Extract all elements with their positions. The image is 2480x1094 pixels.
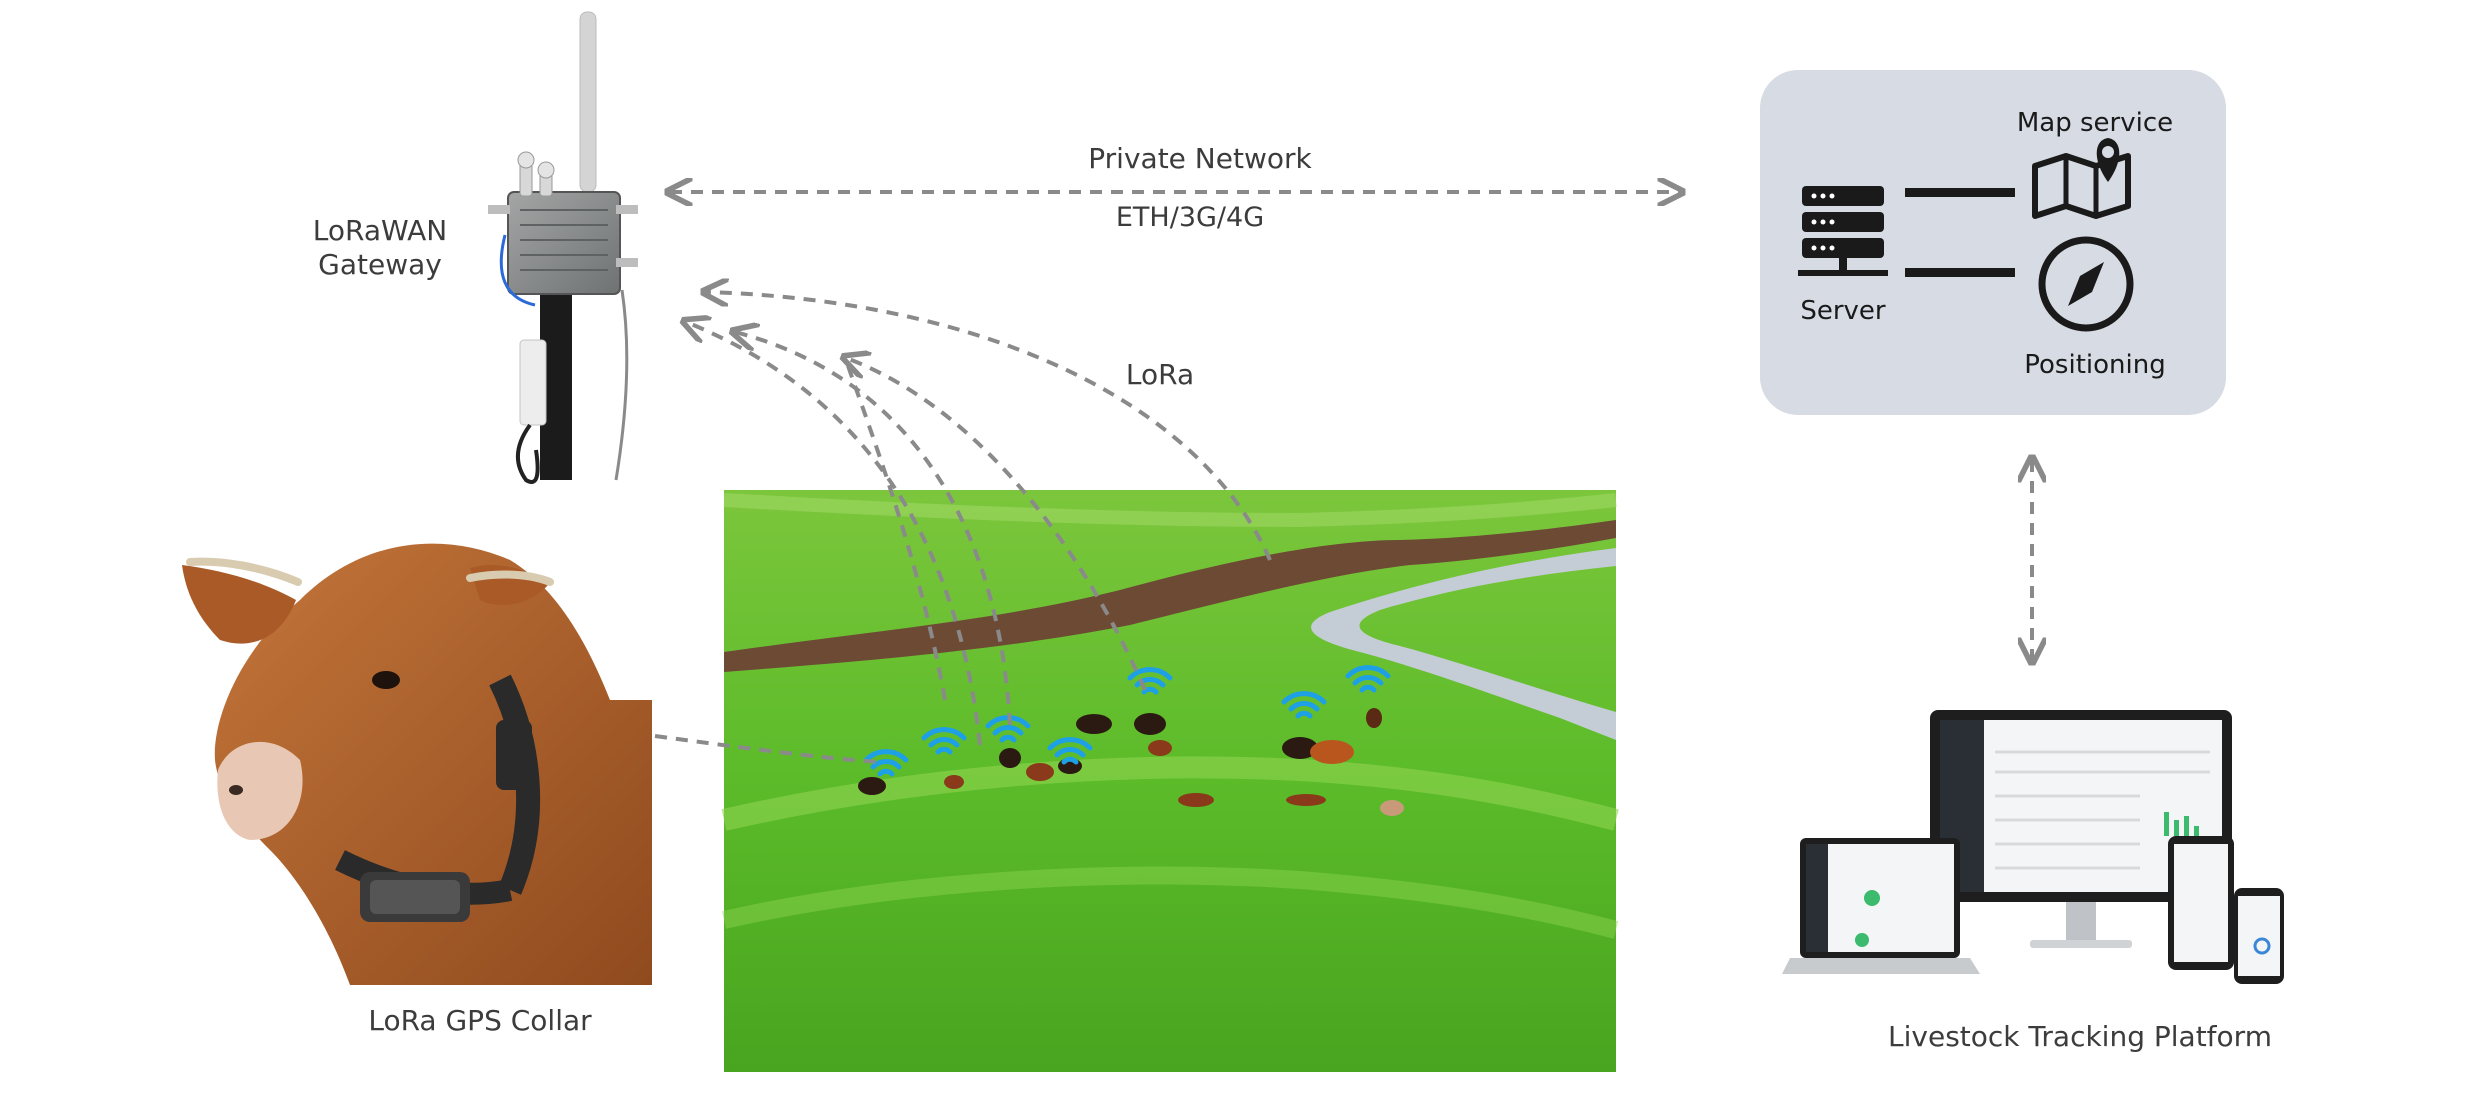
- server-panel: [1760, 70, 2226, 415]
- cow: [182, 543, 653, 985]
- server-label: Server: [1800, 296, 1886, 326]
- gateway-device: [488, 11, 638, 484]
- gateway-label: LoRaWAN Gateway: [312, 214, 448, 281]
- pasture-field: [721, 490, 1619, 1072]
- collar-label: LoRa GPS Collar: [368, 1004, 592, 1037]
- map-pin-icon: [2032, 138, 2131, 219]
- wifi-icon: [1281, 691, 1327, 719]
- devices: [1782, 710, 2284, 984]
- map-service-label: Map service: [2016, 108, 2174, 138]
- compass-icon: [2038, 236, 2134, 332]
- wifi-icon: [1127, 667, 1173, 695]
- wifi-icon: [1047, 737, 1093, 765]
- wifi-icon: [1345, 665, 1391, 693]
- private-network-label: Private Network: [1088, 142, 1312, 175]
- lora-arrows: [686, 292, 1272, 746]
- wifi-icon: [863, 749, 909, 777]
- lora-label: LoRa: [1125, 358, 1195, 391]
- cattle-herd: [858, 708, 1404, 816]
- wifi-icon: [921, 727, 967, 755]
- platform-label: Livestock Tracking Platform: [1888, 1020, 2272, 1053]
- server-icon: [1798, 186, 1888, 276]
- eth-label: ETH/3G/4G: [1115, 202, 1265, 233]
- positioning-label: Positioning: [2024, 350, 2166, 380]
- collar-link: [654, 734, 881, 764]
